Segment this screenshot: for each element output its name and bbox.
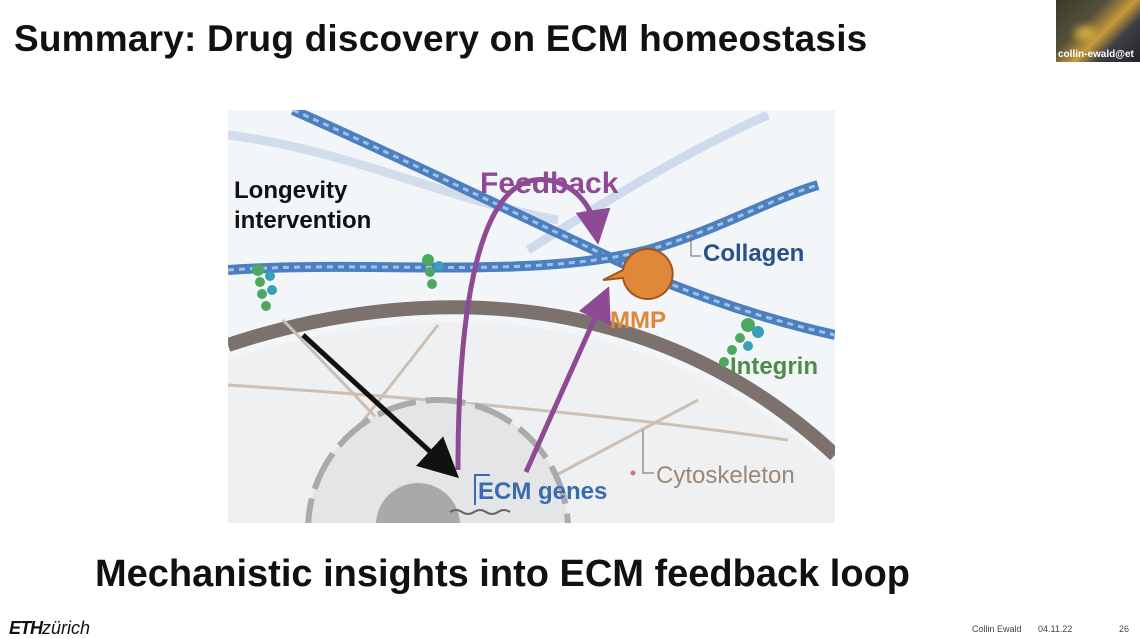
integrin-proteins	[252, 254, 755, 367]
mmp-enzyme	[602, 248, 674, 300]
page-number: 26	[1119, 624, 1130, 634]
eth-zurich-logo: ETHzürich	[9, 618, 90, 639]
ecm-genes-label: ECM genes	[478, 478, 608, 505]
participant-video-tile[interactable]: collin-ewald@et	[1056, 0, 1140, 62]
promoter-arrow	[474, 474, 490, 505]
nucleolus	[376, 483, 460, 523]
footer-author: Collin Ewald	[972, 624, 1022, 634]
dna-strand	[449, 509, 511, 515]
feedback-arrow	[455, 177, 611, 471]
slide-subtitle: Mechanistic insights into ECM feedback l…	[95, 553, 910, 595]
integrin-label: Integrin	[730, 353, 818, 380]
cytoskeleton-label: Cytoskeleton	[656, 462, 795, 489]
ecm-to-mmp-arrow	[523, 286, 611, 474]
slide-title: Summary: Drug discovery on ECM homeostas…	[14, 18, 868, 59]
longevity-intervention-label: Longevity intervention	[234, 176, 371, 236]
cell-membrane	[228, 300, 835, 461]
ecm-diagram: Longevity intervention Feedback Collagen…	[228, 110, 835, 523]
video-background	[1074, 26, 1096, 40]
longevity-arrow	[301, 333, 460, 479]
logo-bold-text: ETH	[9, 618, 43, 638]
longevity-label-line1: Longevity	[234, 177, 348, 204]
ecm-diagram-graphic	[228, 110, 835, 523]
mmp-label: MMP	[610, 307, 666, 334]
participant-name: collin-ewald@et	[1058, 49, 1134, 60]
longevity-label-line2: intervention	[234, 207, 372, 234]
logo-light-text: zürich	[42, 618, 91, 638]
footer-date: 04.11.22	[1038, 624, 1073, 634]
collagen-fibers	[228, 110, 835, 340]
feedback-label: Feedback	[480, 167, 619, 200]
collagen-label: Collagen	[703, 240, 805, 267]
